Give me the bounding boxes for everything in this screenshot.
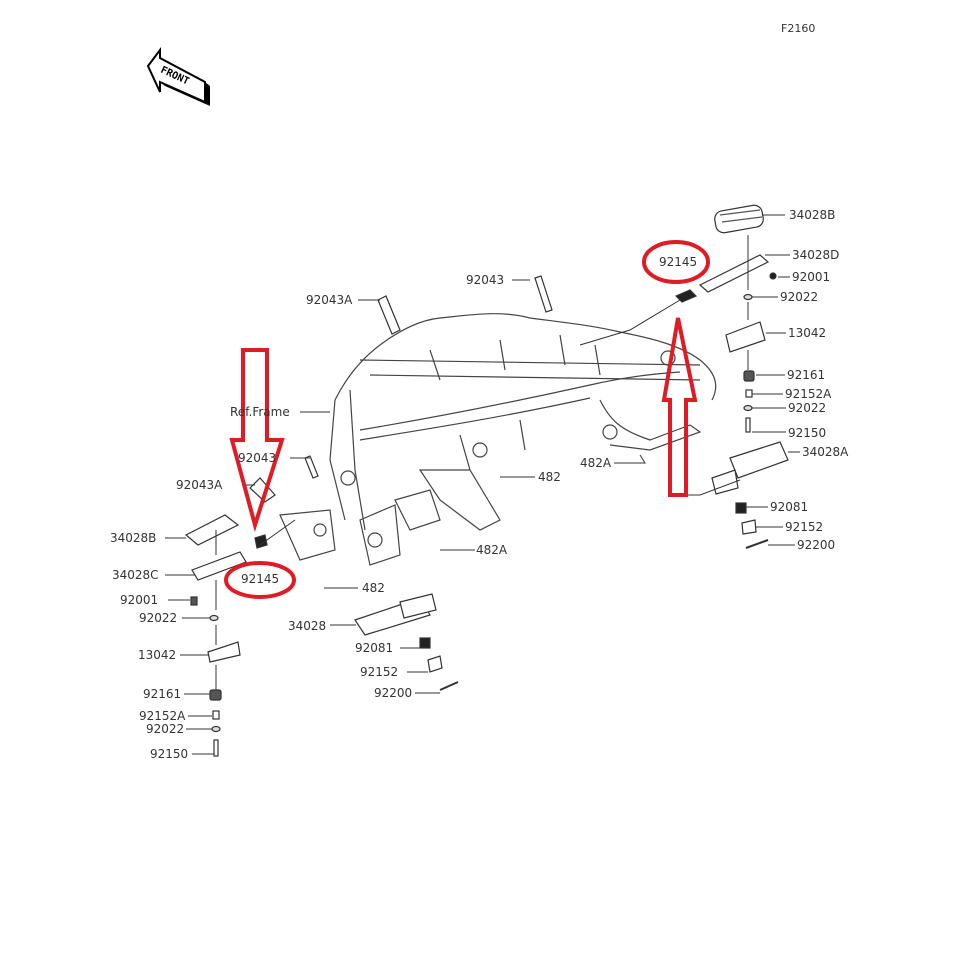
part-label: 92001 bbox=[120, 593, 159, 607]
part-label: 92161 bbox=[143, 687, 182, 701]
part-label: 92022 bbox=[139, 611, 178, 625]
part-label: 482 bbox=[538, 470, 561, 484]
part-label-highlighted: 92145 bbox=[241, 572, 280, 586]
part-label: 92022 bbox=[146, 722, 185, 736]
part-label: 13042 bbox=[788, 326, 827, 340]
up-arrow-right bbox=[661, 317, 698, 497]
left-footpeg-parts bbox=[184, 275, 553, 757]
part-label: 482A bbox=[580, 456, 612, 470]
part-label: 92152 bbox=[360, 665, 399, 679]
part-label: Ref.Frame bbox=[230, 405, 290, 419]
part-label: 92043 bbox=[466, 273, 505, 287]
part-label: 92161 bbox=[787, 368, 826, 382]
part-label: 92081 bbox=[355, 641, 394, 655]
highlight-ellipse-right bbox=[642, 240, 710, 284]
part-label: 92001 bbox=[792, 270, 831, 284]
part-label: 34028A bbox=[802, 445, 849, 459]
leader-lines bbox=[165, 214, 800, 755]
part-label: 92022 bbox=[788, 401, 827, 415]
right-footpeg-parts bbox=[674, 204, 789, 549]
highlight-ellipse-left bbox=[224, 561, 296, 599]
down-arrow-left bbox=[229, 348, 285, 533]
part-label: 482 bbox=[362, 581, 385, 595]
part-label: 13042 bbox=[138, 648, 177, 662]
part-label: 92200 bbox=[374, 686, 413, 700]
part-label-highlighted: 92145 bbox=[659, 255, 698, 269]
part-label: 34028B bbox=[110, 531, 157, 545]
part-label: 482A bbox=[476, 543, 508, 557]
highlight-annotations bbox=[224, 240, 710, 599]
part-label: 92043A bbox=[176, 478, 223, 492]
part-label: 92200 bbox=[797, 538, 836, 552]
part-label: 92150 bbox=[150, 747, 189, 761]
part-label: 34028 bbox=[288, 619, 327, 633]
part-label: 92022 bbox=[780, 290, 819, 304]
part-label: 92081 bbox=[770, 500, 809, 514]
part-label: 34028C bbox=[112, 568, 159, 582]
part-label: 92152 bbox=[785, 520, 824, 534]
part-label: 34028B bbox=[789, 208, 836, 222]
part-label: 92150 bbox=[788, 426, 827, 440]
frame-drawing bbox=[279, 313, 717, 566]
part-label: 92043A bbox=[306, 293, 353, 307]
part-label: 34028D bbox=[792, 248, 840, 262]
part-label: 92152A bbox=[139, 709, 186, 723]
figure-code: F2160 bbox=[781, 22, 816, 35]
part-label: 92152A bbox=[785, 387, 832, 401]
part-label: 92043 bbox=[238, 451, 277, 465]
front-arrow-icon bbox=[146, 47, 210, 106]
